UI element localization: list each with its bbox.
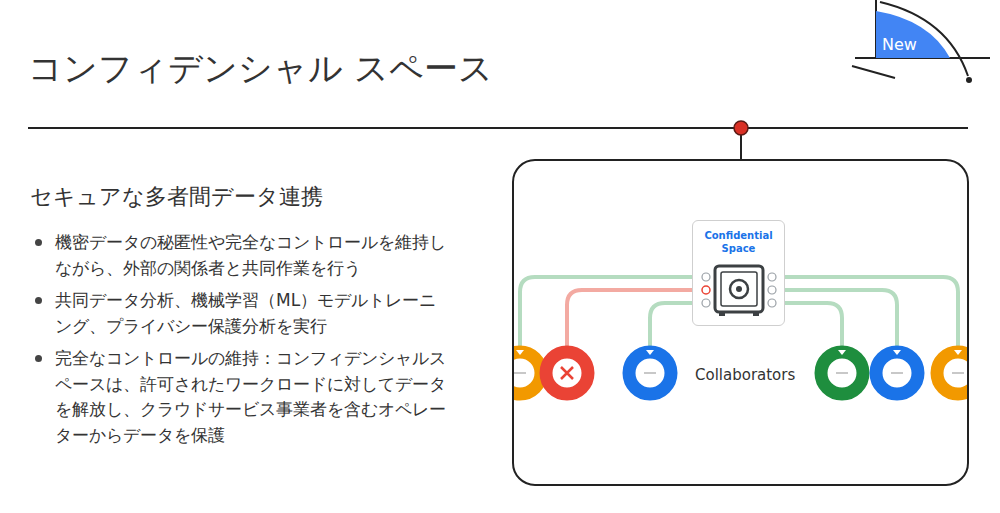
collaborator-rings	[514, 350, 967, 394]
port-icons	[702, 273, 776, 307]
safe-door	[721, 272, 757, 306]
safe-foot	[753, 312, 759, 316]
collaborator-ring	[876, 352, 918, 394]
bullet-text: 完全なコントロールの維持：コンフィデンシャルスペースは、許可されたワークロードに…	[55, 346, 447, 448]
corner-line	[852, 66, 895, 78]
page-title: コンフィデンシャル スペース	[28, 46, 493, 92]
collaborator-ring	[629, 352, 671, 394]
safe-dial	[736, 286, 742, 292]
safe-icon	[715, 266, 763, 312]
ring-markers	[516, 350, 962, 355]
section-heading: セキュアな多者間データ連携	[30, 184, 323, 209]
bullet-text: 完全なコントロールの維持：コンフィデンシャルスペースは、許可されたワークロードに…	[55, 348, 446, 445]
bullet-text: 機密データの秘匿性や完全なコントロールを維持しながら、外部の関係者と共同作業を行…	[55, 230, 447, 281]
new-badge: New	[876, 8, 950, 58]
denied-mark	[561, 367, 573, 379]
collaborator-ring	[546, 352, 588, 394]
bullet-dot	[35, 239, 42, 246]
bullet-dot	[35, 355, 42, 362]
section-heading: セキュアな多者間データ連携	[30, 180, 470, 213]
collaborator-ring	[821, 352, 863, 394]
bullet-dot	[35, 297, 42, 304]
badge-sector	[876, 11, 950, 58]
badge-text: New	[882, 35, 946, 55]
flow-line	[650, 303, 692, 352]
safe-dial	[730, 280, 748, 298]
header-dot	[734, 121, 748, 135]
bullet-text: 共同データ分析、機械学習（ML）モデルトレーニング、プライバシー保護分析を実行	[55, 290, 436, 336]
flow-line	[520, 277, 692, 352]
flow-line	[567, 290, 692, 352]
enclave-box: Confidential Space	[692, 220, 785, 326]
enclave-title: Confidential Space	[697, 230, 780, 255]
port-icon-denied	[702, 286, 710, 294]
safe-foot	[719, 312, 725, 316]
enclave-ground	[692, 220, 785, 326]
header-rule	[28, 127, 968, 129]
bullet-text: 機密データの秘匿性や完全なコントロールを維持しながら、外部の関係者と共同作業を行…	[55, 232, 446, 278]
flow-line	[785, 290, 897, 352]
collaborators-label: Collaborators	[695, 366, 795, 384]
flow-line	[785, 303, 842, 352]
corner-dot	[966, 77, 972, 83]
flow-line	[785, 277, 958, 352]
diagram-panel	[513, 160, 968, 485]
collaborator-ring	[937, 352, 967, 394]
collaborators-label: Collaborators	[693, 364, 797, 387]
collaborator-ring	[514, 352, 541, 394]
bullet-text: 共同データ分析、機械学習（ML）モデルトレーニング、プライバシー保護分析を実行	[55, 288, 447, 339]
